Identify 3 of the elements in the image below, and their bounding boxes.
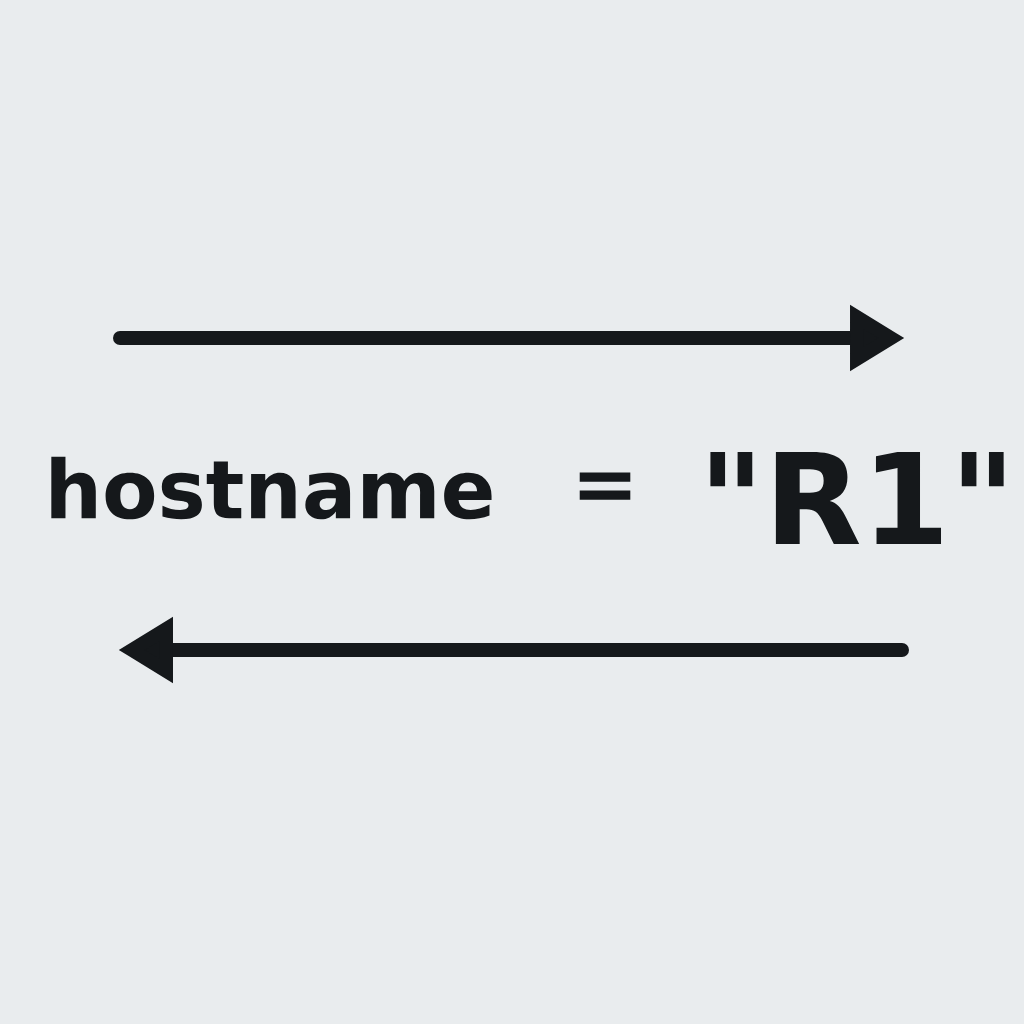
code-text: "R1" bbox=[710, 451, 1004, 545]
code-text: hostname bbox=[51, 456, 492, 520]
code-text: = bbox=[579, 472, 631, 500]
